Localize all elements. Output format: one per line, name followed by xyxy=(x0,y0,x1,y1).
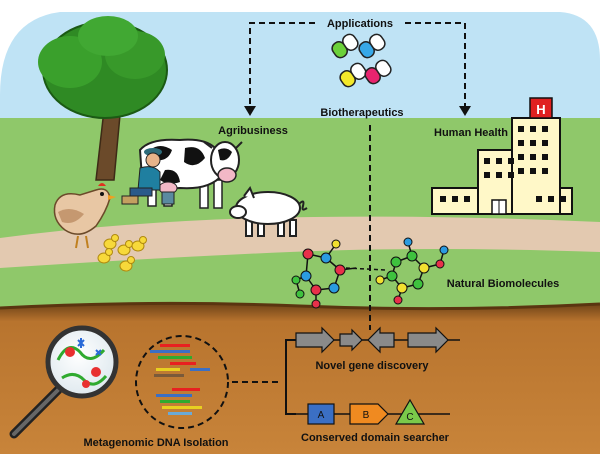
domain-a-label: A xyxy=(318,410,325,421)
conserved-domain-searcher-label: Conserved domain searcher xyxy=(301,432,450,444)
gene-arrows-icon xyxy=(290,326,460,354)
domain-blocks-icon xyxy=(292,398,450,425)
chicks-icon xyxy=(97,234,147,272)
domain-c-label: C xyxy=(406,412,413,423)
biotherapeutics-label: Biotherapeutics xyxy=(320,107,403,119)
chicken-icon xyxy=(53,183,116,249)
agribusiness-label: Agribusiness xyxy=(218,125,288,137)
domain-a-block xyxy=(307,403,335,425)
applications-label: Applications xyxy=(327,18,393,30)
molecule-left-icon xyxy=(291,239,357,309)
hospital-icon xyxy=(431,97,573,215)
dirt-path xyxy=(0,216,600,268)
molecule-right-icon xyxy=(375,237,449,305)
farmer-icon xyxy=(121,148,175,205)
hospital-sign-label: H xyxy=(536,102,545,117)
human-health-label: Human Health xyxy=(434,127,508,139)
domain-b-block xyxy=(349,403,389,425)
capsules-icon xyxy=(331,33,392,88)
metagenomic-dna-isolation-label: Metagenomic DNA Isolation xyxy=(83,437,228,449)
domain-c-block xyxy=(394,398,426,425)
dna-to-analysis-connector xyxy=(232,339,296,415)
domain-b-label: B xyxy=(363,410,370,421)
tree-icon xyxy=(38,16,168,181)
dna-fragments-icon xyxy=(135,335,229,429)
arrow-to-agribusiness xyxy=(244,106,256,116)
novel-gene-discovery-label: Novel gene discovery xyxy=(315,360,429,372)
applications-connector xyxy=(249,22,466,330)
soil xyxy=(0,303,600,454)
magnifier-icon xyxy=(9,325,119,439)
pig-icon xyxy=(229,185,308,237)
soil-edge xyxy=(0,301,600,311)
natural-biomolecules-label: Natural Biomolecules xyxy=(447,278,559,290)
arrow-to-human-health xyxy=(459,106,471,116)
